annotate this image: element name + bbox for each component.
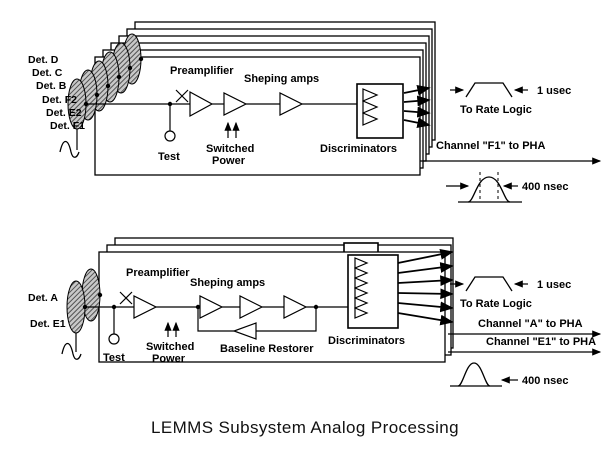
tap-dot [94, 92, 100, 98]
top-annotations: 1 usec To Rate Logic Channel "F1" to PHA… [420, 82, 602, 203]
detector-label: Det. A [28, 292, 58, 304]
top-detector-array [59, 33, 144, 158]
detector-label: Det. E2 [46, 107, 82, 119]
discriminator-output-arrow [403, 95, 431, 107]
shaping-amp-triangle [239, 295, 264, 319]
top-card-circuit: Test Preamplifier Sheping amps Switched … [86, 65, 431, 167]
test-terminal [108, 333, 120, 345]
preamplifier-label: Preamplifier [170, 65, 234, 77]
shaping-amps-label: Sheping amps [190, 277, 265, 289]
discriminator-output-arrow [397, 249, 454, 264]
discriminator-output-arrow [397, 301, 454, 313]
detector-label: Det. C [32, 67, 63, 79]
figure-caption: LEMMS Subsystem Analog Processing [151, 418, 459, 437]
test-label: Test [158, 151, 180, 163]
preamplifier-label: Preamplifier [126, 267, 190, 279]
discriminator-triangle [362, 100, 379, 114]
narrow-pulse-label: 400 nsec [522, 181, 568, 193]
discriminator-output-arrow [397, 288, 454, 300]
discriminator-triangle [354, 307, 369, 319]
feedback-path [197, 307, 234, 332]
narrow-pulse-label: 400 nsec [522, 375, 568, 387]
narrow-pulse-waveform [457, 362, 491, 387]
discriminator-output-arrow [403, 117, 431, 129]
power-label: Power [212, 155, 246, 167]
discriminator-output-arrow [397, 275, 454, 287]
rate-logic-label: To Rate Logic [460, 298, 532, 310]
discriminator-triangle [354, 277, 369, 289]
tap-dot [138, 56, 144, 62]
discriminator-output-arrow [397, 262, 454, 274]
discriminator-triangle [354, 257, 369, 269]
tap-dot [116, 74, 122, 80]
baseline-restorer-label: Baseline Restorer [220, 343, 314, 355]
shaping-amp-triangle [279, 92, 304, 116]
shaping-amp-triangle [283, 295, 308, 319]
discriminator-output-arrow [397, 312, 454, 326]
discriminators-label: Discriminators [320, 143, 397, 155]
detector-ellipse [66, 280, 86, 334]
detector-pulse-squiggle [59, 140, 80, 158]
switched-label: Switched [206, 143, 254, 155]
test-terminal [164, 130, 176, 142]
tap-dot [127, 65, 133, 71]
bottom-annotations: 1 usec To Rate Logic Channel "A" to PHA … [448, 276, 602, 387]
junction-dot [195, 304, 201, 310]
discriminator-triangle [354, 297, 369, 309]
pulse-width-label: 1 usec [537, 279, 571, 291]
preamp-triangle [189, 90, 214, 118]
discriminator-triangle [354, 267, 369, 279]
discriminator-output-arrow [403, 84, 431, 96]
detector-label: Det. E1 [30, 318, 66, 330]
discriminator-triangle [362, 112, 379, 126]
test-switch-icon [175, 89, 189, 103]
shaping-amp-triangle [223, 92, 248, 116]
baseline-restorer-triangle [232, 322, 257, 340]
rate-pulse-waveform [465, 276, 513, 292]
pulse-width-label: 1 usec [537, 85, 571, 97]
detector-pulse-squiggle [61, 342, 82, 360]
feedback-path [256, 307, 317, 332]
switched-label: Switched [146, 341, 194, 353]
detector-label: Det. D [28, 54, 59, 66]
discriminator-triangle [362, 88, 379, 102]
bottom-card-circuit: Test Preamplifier Sheping amps Switched … [85, 249, 454, 365]
bottom-detector-array [61, 268, 103, 360]
tap-dot [97, 292, 103, 298]
channel-e1-label: Channel "E1" to PHA [486, 336, 596, 348]
power-label: Power [152, 353, 186, 365]
preamp-triangle [133, 295, 158, 319]
discriminators-label: Discriminators [328, 335, 405, 347]
detector-label: Det. F2 [42, 94, 77, 106]
discriminator-output-arrow [403, 106, 431, 118]
test-switch-icon [119, 291, 133, 305]
channel-f1-label: Channel "F1" to PHA [436, 140, 545, 152]
top-detector-labels: Det. D Det. C Det. B Det. F2 Det. E2 Det… [28, 54, 85, 132]
channel-a-label: Channel "A" to PHA [478, 318, 583, 330]
bottom-detector-labels: Det. A Det. E1 [28, 292, 66, 330]
narrow-pulse-waveform [467, 176, 511, 203]
shaping-amps-label: Sheping amps [244, 73, 319, 85]
tap-dot [105, 83, 111, 89]
rate-pulse-waveform [465, 82, 513, 98]
test-label: Test [103, 352, 125, 364]
detector-label: Det. B [36, 80, 67, 92]
discriminator-triangle [354, 287, 369, 299]
detector-label: Det. F1 [50, 120, 85, 132]
rate-logic-label: To Rate Logic [460, 104, 532, 116]
